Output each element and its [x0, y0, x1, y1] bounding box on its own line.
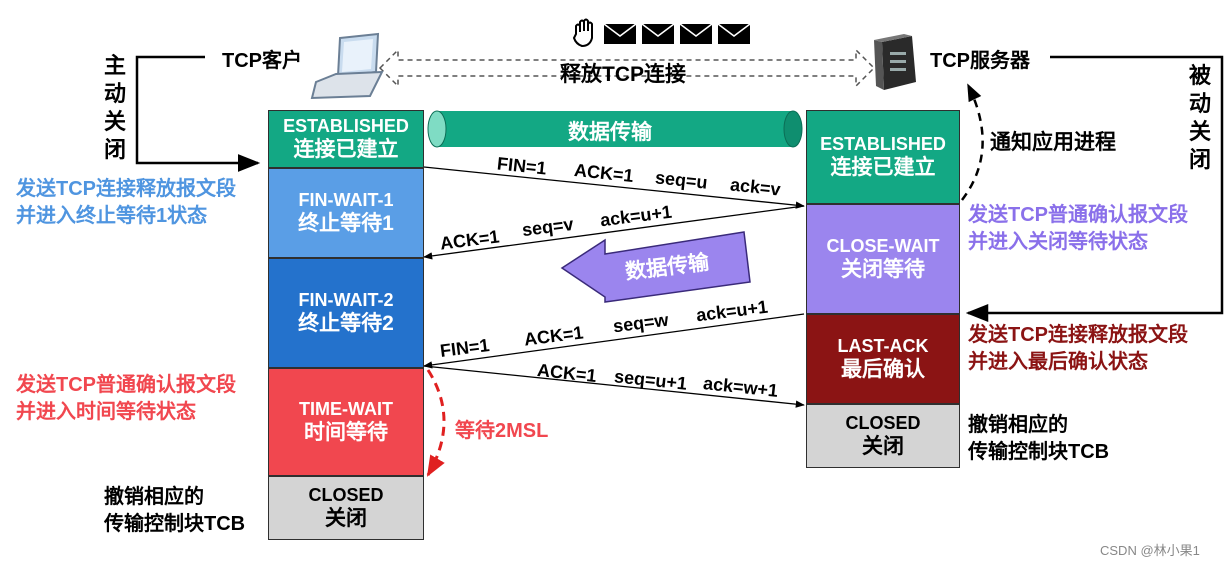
state-cn: 最后确认	[841, 358, 925, 382]
passive-close-bracket	[965, 55, 1224, 322]
state-en: FIN-WAIT-2	[298, 289, 394, 310]
state-en: TIME-WAIT	[299, 398, 393, 419]
client-note-fin-wait-1: 发送TCP连接释放报文段 并进入终止等待1状态	[16, 176, 236, 230]
state-en: CLOSE-WAIT	[826, 235, 940, 256]
wait-2msl-curve	[426, 369, 446, 477]
state-cn: 关闭	[862, 435, 904, 459]
note-line: 发送TCP连接释放报文段	[16, 178, 236, 200]
state-en: CLOSED	[845, 412, 921, 433]
server-note-closed: 撤销相应的 传输控制块TCB	[968, 412, 1109, 466]
client-state-closed: CLOSED 关闭	[268, 476, 424, 540]
server-note-close-wait: 发送TCP普通确认报文段 并进入关闭等待状态	[968, 202, 1188, 256]
server-state-closed: CLOSED 关闭	[806, 404, 960, 468]
client-note-time-wait: 发送TCP普通确认报文段 并进入时间等待状态	[16, 372, 236, 426]
note-line: 传输控制块TCB	[104, 513, 246, 535]
active-close-bracket	[135, 55, 261, 172]
state-en: LAST-ACK	[837, 335, 929, 356]
note-line: 传输控制块TCB	[968, 441, 1110, 463]
note-line: 撤销相应的	[104, 486, 204, 508]
server-state-last-ack: LAST-ACK 最后确认	[806, 314, 960, 404]
state-cn: 连接已建立	[293, 138, 399, 162]
segment-arrow-fin1	[423, 166, 805, 209]
notify-app-label: 通知应用进程	[990, 131, 1116, 154]
segment-arrow-ack1	[423, 205, 805, 260]
state-cn: 时间等待	[304, 421, 388, 445]
state-cn: 终止等待1	[298, 212, 394, 236]
active-close-label: 主动关闭	[103, 53, 126, 162]
server-state-close-wait: CLOSE-WAIT 关闭等待	[806, 204, 960, 314]
state-en: CLOSED	[308, 484, 384, 505]
client-state-fin-wait-1: FIN-WAIT-1 终止等待1	[268, 168, 424, 258]
server-state-established: ESTABLISHED 连接已建立	[806, 110, 960, 204]
data-transfer-label: 数据传输	[568, 121, 652, 144]
client-state-time-wait: TIME-WAIT 时间等待	[268, 368, 424, 476]
server-title: TCP服务器	[930, 50, 1030, 72]
data-transfer-arrow-purple	[560, 231, 751, 303]
client-state-established: ESTABLISHED 连接已建立	[268, 110, 424, 168]
segment-arrow-fin2	[423, 313, 805, 369]
server-icon	[874, 34, 916, 90]
client-title: TCP客户	[222, 50, 302, 72]
release-connection-label: 释放TCP连接	[560, 63, 686, 86]
laptop-icon	[310, 32, 384, 100]
envelope-icon	[679, 23, 713, 44]
client-note-closed: 撤销相应的 传输控制块TCB	[104, 484, 245, 538]
note-line: 并进入关闭等待状态	[968, 231, 1148, 253]
envelope-icon	[641, 23, 675, 44]
state-en: FIN-WAIT-1	[298, 189, 394, 210]
note-line: 发送TCP普通确认报文段	[16, 374, 236, 396]
note-line: 撤销相应的	[968, 414, 1068, 436]
hand-pointer-icon	[572, 18, 593, 48]
note-line: 并进入时间等待状态	[16, 401, 196, 423]
release-connection-arrow	[378, 48, 876, 88]
wait-2msl-label: 等待2MSL	[455, 420, 549, 442]
envelope-icon	[603, 23, 637, 44]
notify-app-curve	[961, 83, 984, 201]
state-cn: 关闭	[325, 507, 367, 531]
passive-close-label: 被动关闭	[1188, 63, 1211, 172]
note-line: 并进入最后确认状态	[968, 351, 1148, 373]
client-state-fin-wait-2: FIN-WAIT-2 终止等待2	[268, 258, 424, 368]
state-cn: 关闭等待	[841, 258, 925, 282]
data-transfer-cylinder	[427, 110, 803, 148]
state-en: ESTABLISHED	[283, 115, 409, 136]
state-cn: 连接已建立	[830, 156, 936, 180]
segment-arrow-ack2	[423, 365, 805, 408]
note-line: 发送TCP普通确认报文段	[968, 204, 1188, 226]
watermark: CSDN @林小果1	[1100, 543, 1200, 558]
state-cn: 终止等待2	[298, 312, 394, 336]
note-line: 并进入终止等待1状态	[16, 205, 208, 227]
note-line: 发送TCP连接释放报文段	[968, 324, 1188, 346]
server-note-last-ack: 发送TCP连接释放报文段 并进入最后确认状态	[968, 322, 1188, 376]
state-en: ESTABLISHED	[820, 133, 946, 154]
envelope-icon	[717, 23, 751, 44]
